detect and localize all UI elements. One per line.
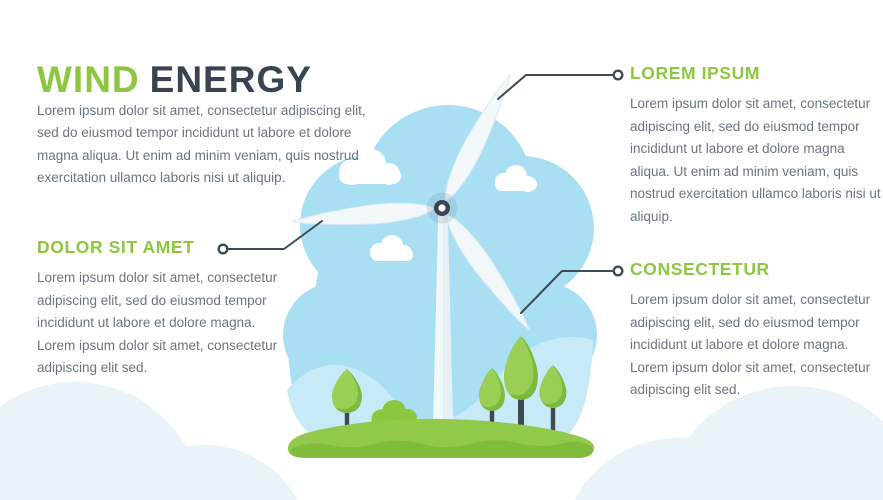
intro-paragraph: Lorem ipsum dolor sit amet, consectetur … xyxy=(37,102,366,186)
title-word-energy: ENERGY xyxy=(149,58,312,100)
section-lorem-ipsum-heading: LOREM IPSUM xyxy=(630,63,761,83)
connector-dolor-sit-amet xyxy=(228,220,323,250)
connector-ring-lorem-ipsum xyxy=(612,69,624,81)
connector-ring-dolor-sit-amet xyxy=(217,243,229,255)
connector-consectetur xyxy=(520,270,613,314)
section-dolor-sit-amet: DOLOR SIT AMET Lorem ipsum dolor sit ame… xyxy=(37,237,289,380)
turbine-hub xyxy=(426,192,458,224)
turbine-tower xyxy=(432,204,454,447)
corner-cloud-left xyxy=(0,382,298,500)
section-consectetur-heading: CONSECTETUR xyxy=(630,259,770,279)
tree-left xyxy=(332,369,362,429)
section-consectetur-body: Lorem ipsum dolor sit amet, consectetur … xyxy=(630,292,871,397)
title-word-wind: WIND xyxy=(37,58,140,100)
connectors xyxy=(217,69,624,314)
cloud-lower-middle xyxy=(370,235,413,261)
cloud-upper-right xyxy=(495,165,537,192)
grass-mound xyxy=(287,418,595,458)
section-dolor-sit-amet-heading: DOLOR SIT AMET xyxy=(37,237,195,257)
corner-cloud-right xyxy=(574,386,883,500)
section-lorem-ipsum: LOREM IPSUM Lorem ipsum dolor sit amet, … xyxy=(630,63,882,228)
wind-turbine xyxy=(291,69,538,447)
section-consectetur: CONSECTETUR Lorem ipsum dolor sit amet, … xyxy=(630,259,882,402)
section-lorem-ipsum-body: Lorem ipsum dolor sit amet, consectetur … xyxy=(630,96,881,224)
connector-ring-consectetur xyxy=(612,265,624,277)
cloud-upper-left xyxy=(339,149,401,185)
tree-tall xyxy=(504,336,538,429)
connector-lorem-ipsum xyxy=(497,74,613,100)
section-dolor-sit-amet-body: Lorem ipsum dolor sit amet, consectetur … xyxy=(37,270,278,375)
tree-right xyxy=(539,365,567,431)
